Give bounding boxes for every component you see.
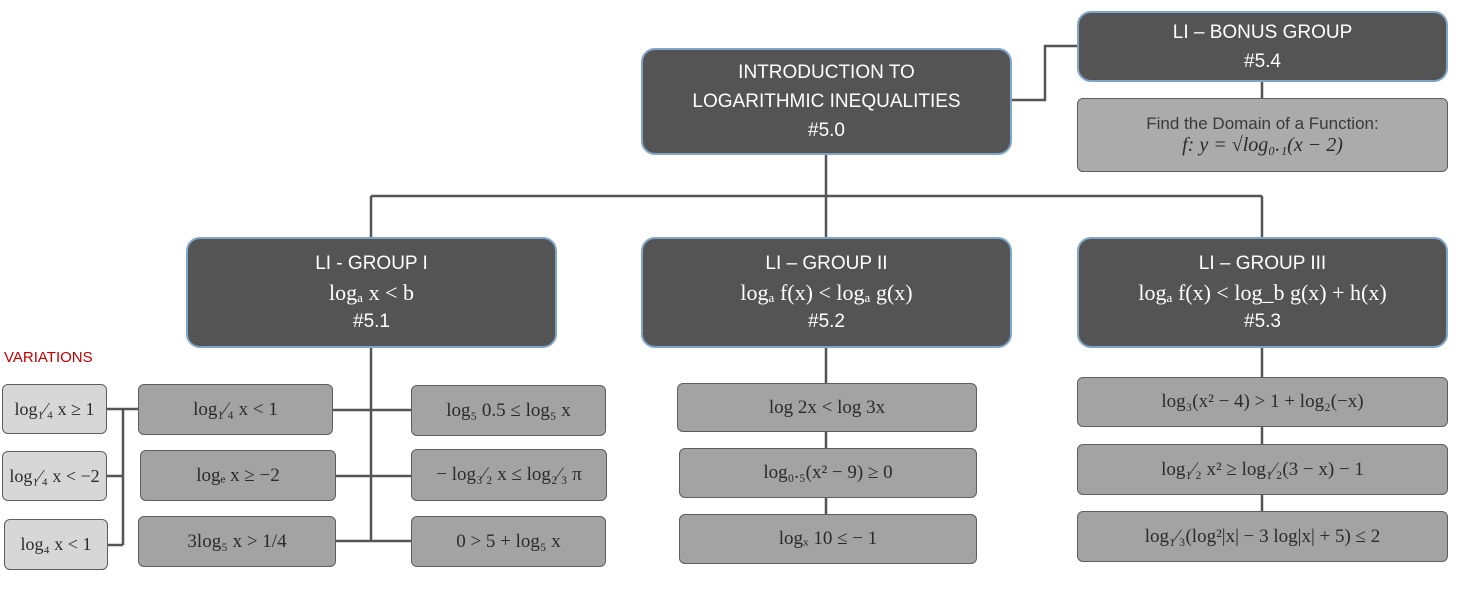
group-2-example-3-text: logₓ 10 ≤ − 1 [778,528,878,549]
root-title-line-1: INTRODUCTION TO [738,62,915,83]
group-1-example-right-3-text: 0 > 5 + log₅ x [456,530,561,552]
group-3-example-2: log₁⁄₂ x² ≥ log₁⁄₂(3 − x) − 1 [1077,444,1448,495]
group-3-example-2-text: log₁⁄₂ x² ≥ log₁⁄₂(3 − x) − 1 [1161,458,1364,480]
root-code: #5.0 [808,120,845,141]
variation-item-3: log₄ x < 1 [4,519,108,570]
group-1-example-left-3-text: 3log₅ x > 1/4 [187,530,287,552]
group-1-title: LI - GROUP I [315,253,428,274]
group-1-formula: logₐ x < b [328,280,415,305]
group-2-code: #5.2 [808,311,845,332]
group-1-example-left-2-text: logₑ x ≥ −2 [196,464,280,486]
group-1-example-left-1: log₁⁄₄ x < 1 [138,384,333,435]
bonus-code: #5.4 [1244,50,1281,72]
group-2-title: LI – GROUP II [765,253,888,274]
group-1-example-right-2-text: − log₃⁄₂ x ≤ log₂⁄₃ π [436,464,582,485]
group-1-example-right-1-text: log₅ 0.5 ≤ log₅ x [446,399,571,421]
group-3-example-3-text: log₁⁄₃(log²|x| − 3 log|x| + 5) ≤ 2 [1144,525,1381,547]
group-2-example-3: logₓ 10 ≤ − 1 [679,514,977,564]
variation-item-2: log₁⁄₄ x < −2 [2,451,107,501]
group-1-example-left-1-text: log₁⁄₄ x < 1 [193,398,278,420]
variation-item-2-text: log₁⁄₄ x < −2 [9,465,100,486]
group-2-example-1: log 2x < log 3x [677,383,977,432]
group-3-example-1-text: log₃(x² − 4) > 1 + log₂(−x) [1161,391,1364,412]
group-2-example-2: log₀.₅(x² − 9) ≥ 0 [679,448,977,498]
variation-item-1: log₁⁄₄ x ≥ 1 [2,384,107,434]
variation-item-1-text: log₁⁄₄ x ≥ 1 [14,398,95,419]
bonus-task-text: Find the Domain of a Function: [1146,113,1379,133]
group-3-title: LI – GROUP III [1198,253,1327,274]
group-2-formula: logₐ f(x) < logₐ g(x) [740,280,913,305]
group-2-example-2-text: log₀.₅(x² − 9) ≥ 0 [763,462,893,483]
bonus-title: LI – BONUS GROUP [1172,21,1353,43]
group-1-code: #5.1 [353,311,390,332]
group-3-formula: logₐ f(x) < log_b g(x) + h(x) [1138,280,1387,305]
group-2-example-1-text: log 2x < log 3x [768,396,886,418]
group-1-example-left-3: 3log₅ x > 1/4 [138,516,336,567]
group-1-example-right-2: − log₃⁄₂ x ≤ log₂⁄₃ π [411,449,607,501]
group-2-node: LI – GROUP II logₐ f(x) < logₐ g(x) #5.2 [641,237,1012,348]
group-1-example-left-2: logₑ x ≥ −2 [140,450,336,501]
root-title-line-2: LOGARITHMIC INEQUALITIES [692,91,961,112]
group-3-example-3: log₁⁄₃(log²|x| − 3 log|x| + 5) ≤ 2 [1077,511,1448,562]
group-1-example-right-3: 0 > 5 + log₅ x [411,516,606,567]
variations-label: VARIATIONS [4,349,93,366]
group-1-example-right-1: log₅ 0.5 ≤ log₅ x [411,385,606,436]
bonus-task-node: Find the Domain of a Function: f: y = √l… [1077,98,1448,172]
root-node: INTRODUCTION TO LOGARITHMIC INEQUALITIES… [641,48,1012,155]
group-3-code: #5.3 [1244,311,1281,332]
bonus-group-node: LI – BONUS GROUP #5.4 [1077,11,1448,82]
group-3-example-1: log₃(x² − 4) > 1 + log₂(−x) [1077,377,1448,427]
bonus-formula: f: y = √log₀.₁(x − 2) [1182,133,1343,156]
group-1-node: LI - GROUP I logₐ x < b #5.1 [186,237,557,348]
group-3-node: LI – GROUP III logₐ f(x) < log_b g(x) + … [1077,237,1448,348]
variation-item-3-text: log₄ x < 1 [20,534,92,554]
